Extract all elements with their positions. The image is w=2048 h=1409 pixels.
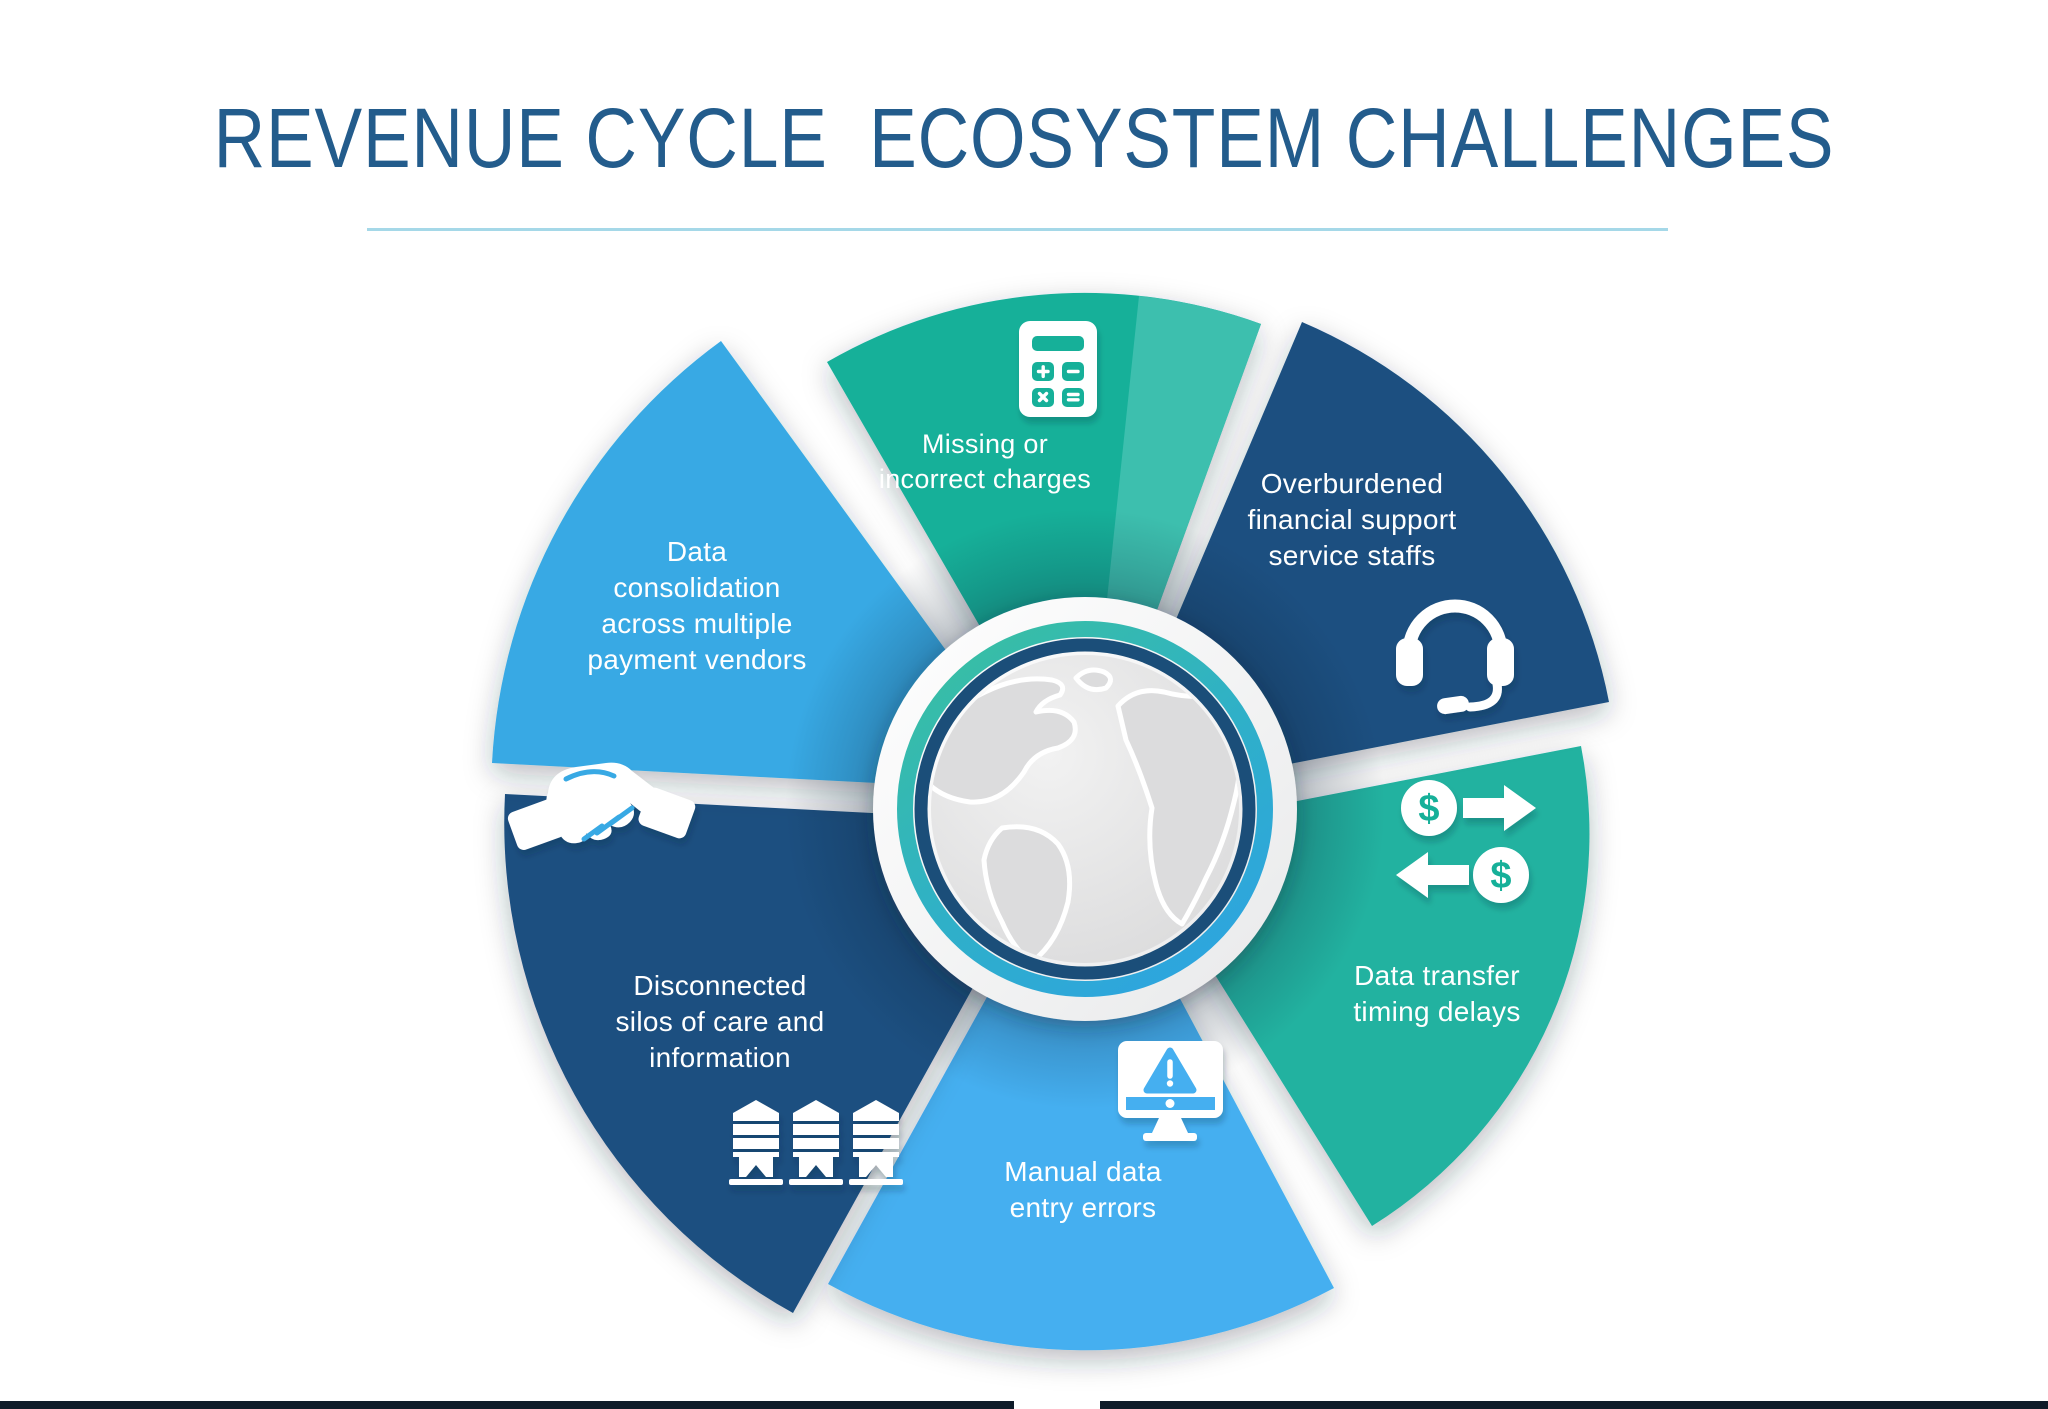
arrow-right: [1463, 785, 1536, 831]
segment-label-overburdened: Overburdened financial support service s…: [1247, 468, 1457, 571]
money-exchange-icon: $ $: [1396, 780, 1536, 903]
monitor-alert-icon: [1118, 1041, 1223, 1141]
globe-icon: [873, 597, 1297, 1021]
dollar-sign: $: [1418, 788, 1439, 830]
hub-cyan-ring: [897, 621, 1273, 997]
headset-icon: [1396, 599, 1514, 715]
footer-bar-right: [1100, 1401, 2048, 1409]
segment-label-manual-errors: Manual data entry errors: [1004, 1156, 1162, 1223]
silo: [849, 1100, 903, 1185]
silo: [789, 1100, 843, 1185]
arrow-left: [1396, 852, 1469, 898]
segment-label-data-transfer: Data transfer timing delays: [1353, 960, 1521, 1027]
title-divider: [367, 228, 1668, 231]
hub-navy-ring: [914, 638, 1256, 980]
silos-icon: [729, 1100, 903, 1185]
silo: [729, 1100, 783, 1185]
segment-label-missing-charges: Missing or incorrect charges: [878, 429, 1092, 494]
calculator-icon: [1019, 321, 1097, 417]
page-title: REVENUE CYCLE ECOSYSTEM CHALLENGES: [213, 91, 1835, 185]
footer-bar-left: [0, 1401, 1014, 1409]
handshake-icon: [507, 762, 696, 850]
dollar-sign: $: [1490, 855, 1511, 897]
segment-label-data-consolidation: Data consolidation across multiple payme…: [587, 536, 807, 675]
segment-label-disconnected-silos: Disconnected silos of care and informati…: [615, 970, 825, 1073]
